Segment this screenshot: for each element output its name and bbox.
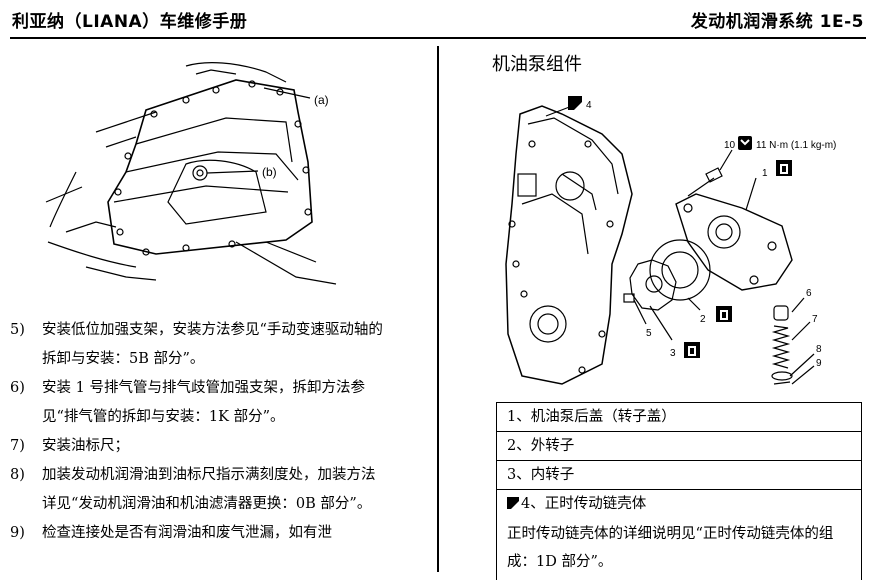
callout-3: 3	[670, 348, 676, 359]
page-header: 利亚纳（LIANA）车维修手册 发动机润滑系统 1E-5	[0, 0, 876, 34]
step-text: 安装油标尺；	[42, 438, 129, 454]
header-divider	[10, 37, 866, 39]
callout-4: 4	[586, 100, 592, 111]
torque-wrench-icon	[738, 136, 752, 150]
section-title: 机油泵组件	[492, 54, 582, 75]
parts-row: 3、内转子	[497, 461, 861, 490]
parts-list: 1、机油泵后盖（转子盖） 2、外转子 3、内转子 4、正时传动链壳体 正时传动链…	[496, 402, 862, 580]
callout-8: 8	[816, 344, 822, 355]
oil-can-icon	[776, 160, 792, 176]
sealant-icon	[507, 497, 519, 509]
callout-10: 10	[724, 140, 736, 151]
step-item: 6) 安装 1 号排气管与排气歧管加强支架，拆卸方法参见“排气管的拆卸与安装：1…	[10, 374, 430, 432]
step-text: 加装发动机润滑油到油标尺指示满刻度处，加装方法详见“发动机润滑油和机油滤清器更换…	[42, 467, 376, 512]
step-number: 6)	[10, 380, 25, 396]
step-number: 7)	[10, 438, 25, 454]
callout-7: 7	[812, 314, 818, 325]
label-a: (a)	[314, 93, 329, 107]
manual-title: 利亚纳（LIANA）车维修手册	[12, 12, 248, 32]
oil-can-icon	[684, 342, 700, 358]
step-number: 5)	[10, 322, 25, 338]
oil-pump-exploded-diagram: 4 10 11 N·m (1.1 kg-m) 1 2 3 5 6 7 8 9	[505, 96, 836, 385]
callout-9: 9	[816, 358, 822, 369]
installation-steps: 5) 安装低位加强支架，安装方法参见“手动变速驱动轴的拆卸与安装：5B 部分”。…	[10, 316, 430, 548]
torque-spec: 11 N·m (1.1 kg-m)	[756, 140, 836, 151]
oil-can-icon	[716, 306, 732, 322]
section-page-title: 发动机润滑系统 1E-5	[690, 12, 864, 32]
step-item: 7) 安装油标尺；	[10, 432, 430, 461]
step-item: 8) 加装发动机润滑油到油标尺指示满刻度处，加装方法详见“发动机润滑油和机油滤清…	[10, 461, 430, 519]
step-text: 检查连接处是否有润滑油和废气泄漏，如有泄	[42, 525, 332, 541]
sealant-icon	[568, 96, 582, 110]
parts-row: 1、机油泵后盖（转子盖）	[497, 403, 861, 432]
column-divider	[437, 46, 439, 572]
parts-note: 正时传动链壳体的详细说明见“正时传动链壳体的组成：1D 部分”。	[507, 526, 834, 570]
parts-row-label: 4、正时传动链壳体	[521, 496, 647, 512]
step-item: 9) 检查连接处是否有润滑油和废气泄漏，如有泄	[10, 519, 430, 548]
step-number: 9)	[10, 525, 25, 541]
step-number: 8)	[10, 467, 25, 483]
oil-pan-illustration: (a) (b)	[45, 62, 337, 285]
callout-6: 6	[806, 288, 812, 299]
callout-1: 1	[762, 168, 768, 179]
step-text: 安装低位加强支架，安装方法参见“手动变速驱动轴的拆卸与安装：5B 部分”。	[42, 322, 383, 367]
step-text: 安装 1 号排气管与排气歧管加强支架，拆卸方法参见“排气管的拆卸与安装：1K 部…	[42, 380, 365, 425]
callout-5: 5	[646, 328, 652, 339]
parts-row: 4、正时传动链壳体	[497, 490, 861, 518]
callout-2: 2	[700, 314, 706, 325]
label-b: (b)	[262, 165, 277, 179]
step-item: 5) 安装低位加强支架，安装方法参见“手动变速驱动轴的拆卸与安装：5B 部分”。	[10, 316, 430, 374]
parts-row: 2、外转子	[497, 432, 861, 461]
